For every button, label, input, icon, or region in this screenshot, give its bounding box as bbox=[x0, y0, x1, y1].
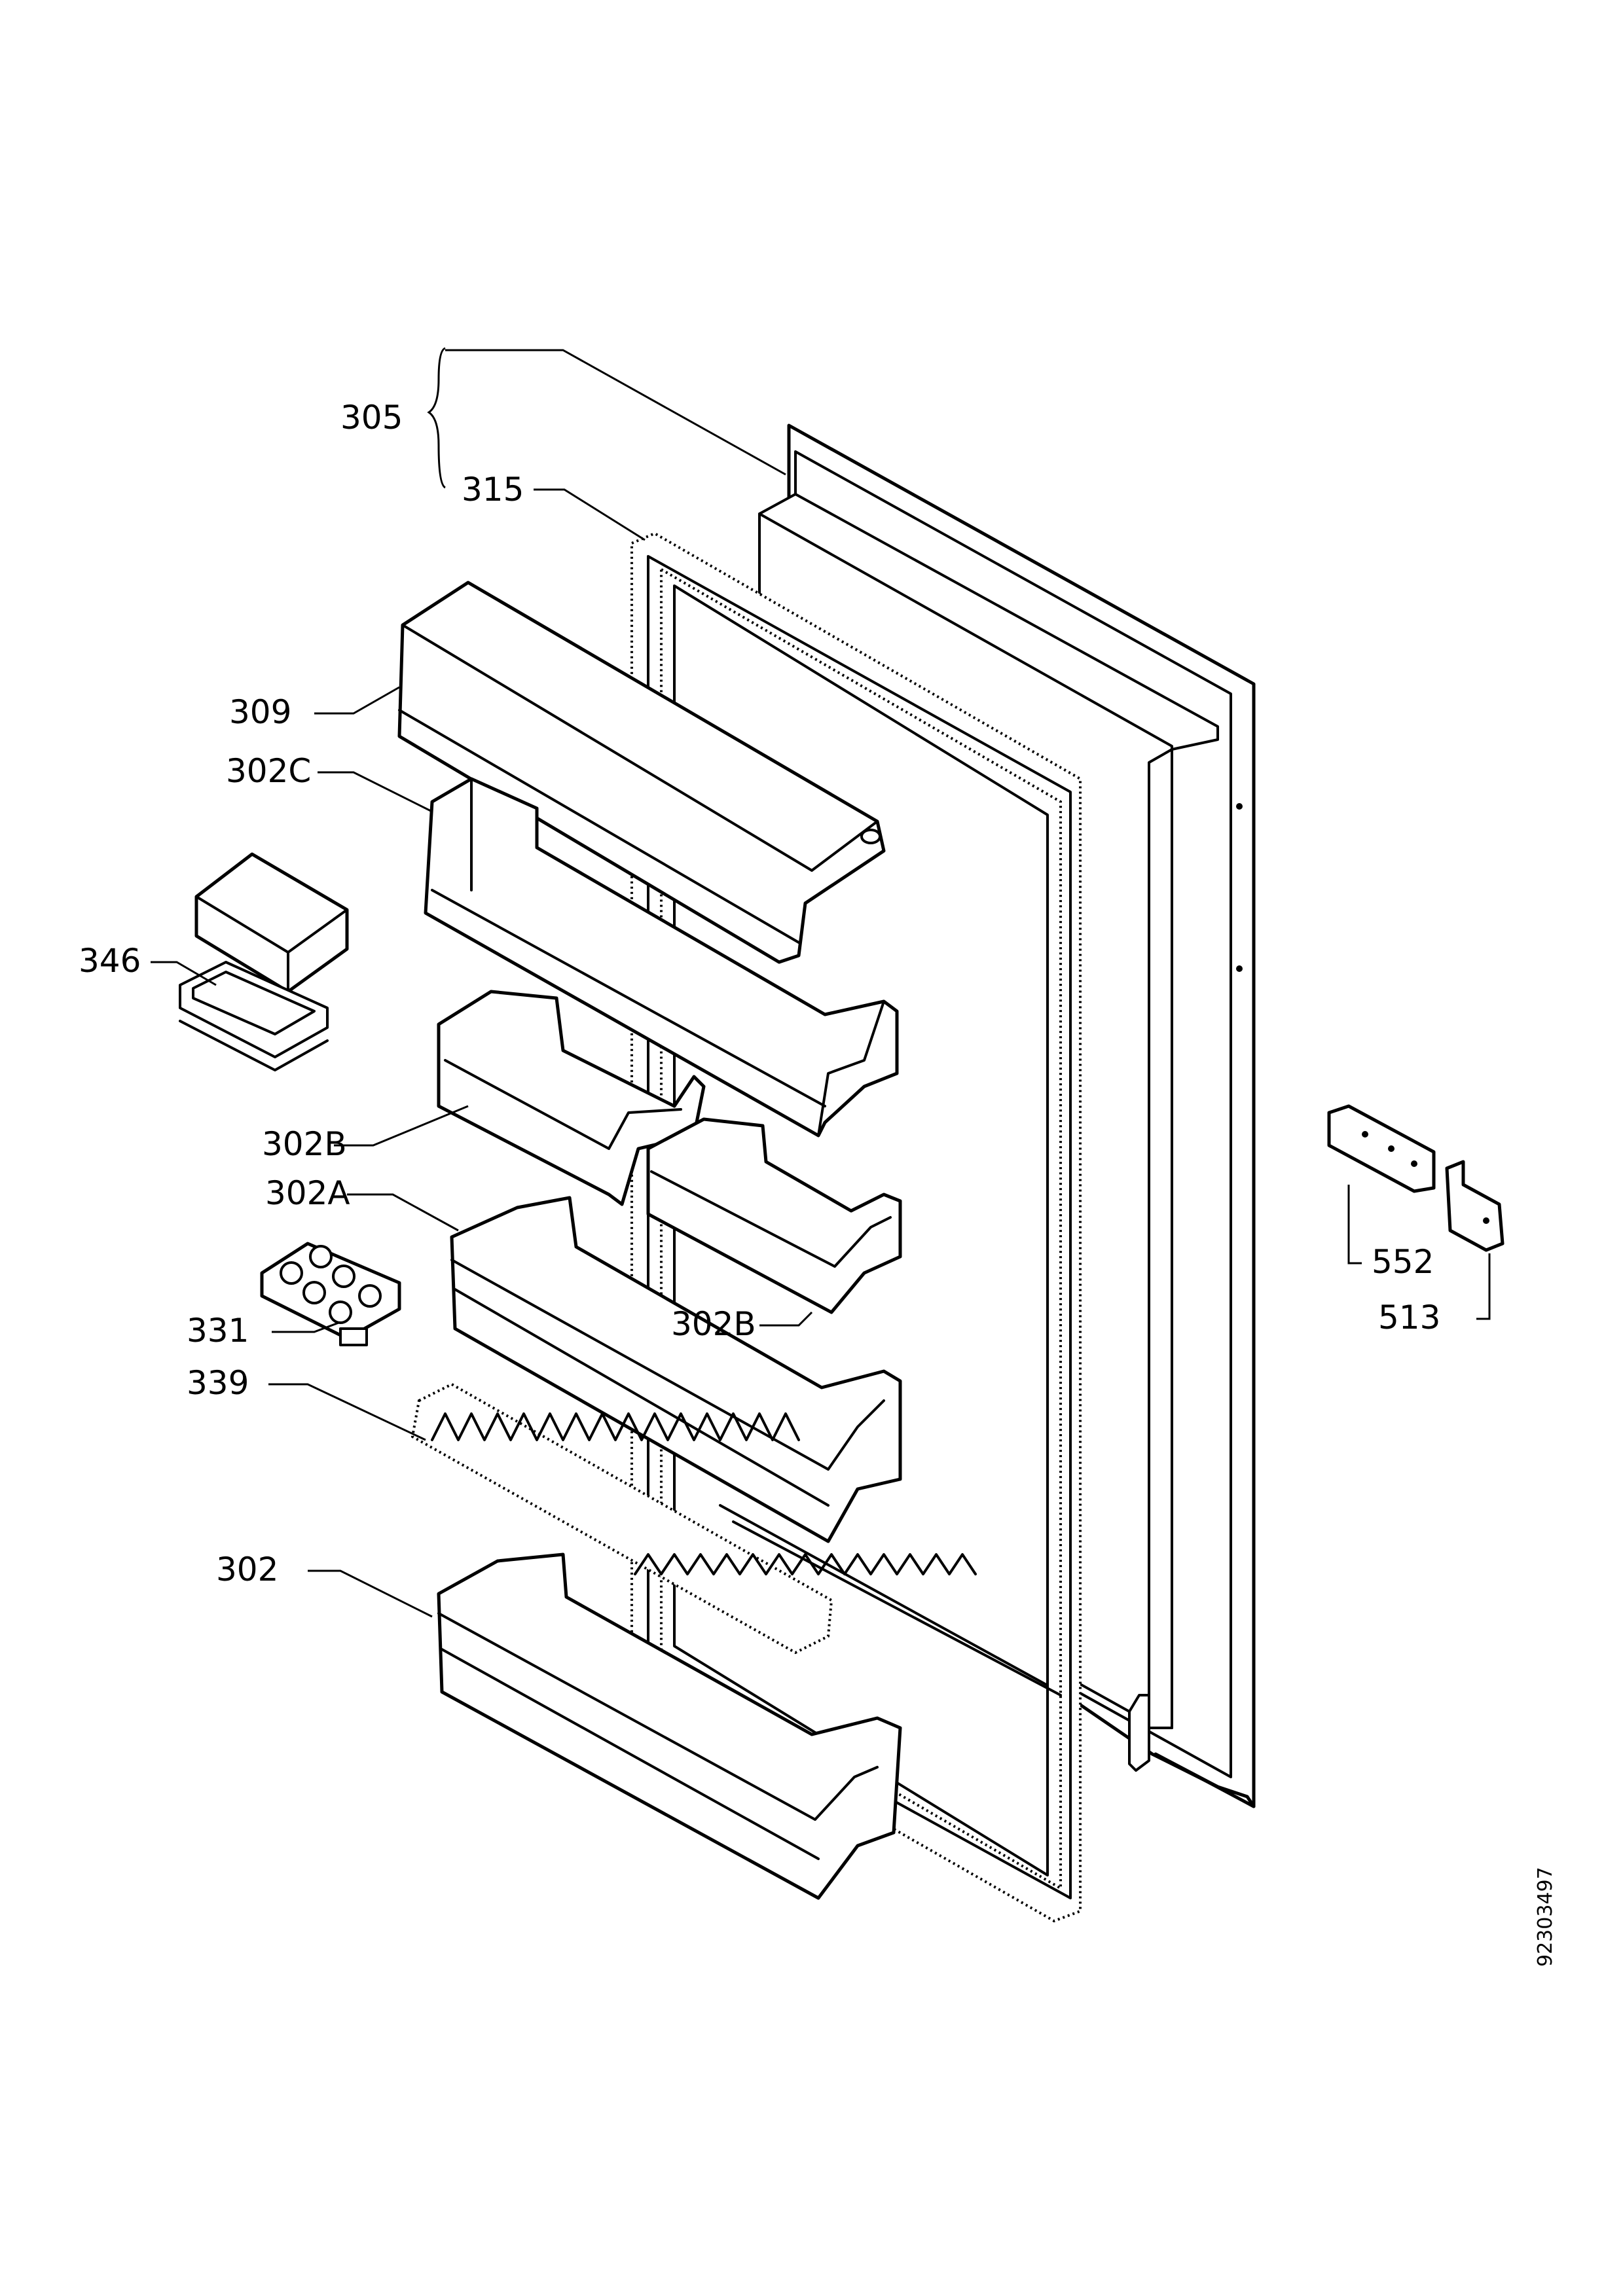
label-302C: 302C bbox=[226, 752, 311, 790]
hinge-plate-552 bbox=[1327, 1104, 1436, 1193]
bottle-retainer-strip bbox=[410, 1382, 977, 1655]
label-302: 302 bbox=[216, 1551, 278, 1588]
butter-dish-container bbox=[179, 852, 349, 1071]
door-shelf-302-bottom bbox=[437, 1552, 902, 1900]
label-302B-left: 302B bbox=[262, 1125, 347, 1163]
leader-lines bbox=[151, 347, 1491, 1618]
door-shelf-302C bbox=[424, 777, 899, 1138]
egg-tray bbox=[260, 1242, 401, 1346]
hinge-bracket-513 bbox=[1445, 1160, 1504, 1252]
label-309: 309 bbox=[229, 693, 291, 731]
door-shelf-302B-right bbox=[646, 1117, 902, 1314]
door-shelf-302A bbox=[450, 1196, 1062, 1696]
door-shelf-302B-left bbox=[437, 990, 706, 1206]
document-number: 92303497 bbox=[1534, 1867, 1557, 1967]
label-552: 552 bbox=[1372, 1243, 1434, 1281]
label-339: 339 bbox=[187, 1364, 249, 1402]
label-305: 305 bbox=[340, 399, 403, 437]
label-302B-right: 302B bbox=[671, 1305, 756, 1343]
label-513: 513 bbox=[1378, 1299, 1440, 1336]
label-315: 315 bbox=[462, 471, 524, 509]
label-346: 346 bbox=[79, 942, 141, 980]
label-331: 331 bbox=[187, 1312, 249, 1350]
label-302A: 302A bbox=[265, 1174, 350, 1212]
